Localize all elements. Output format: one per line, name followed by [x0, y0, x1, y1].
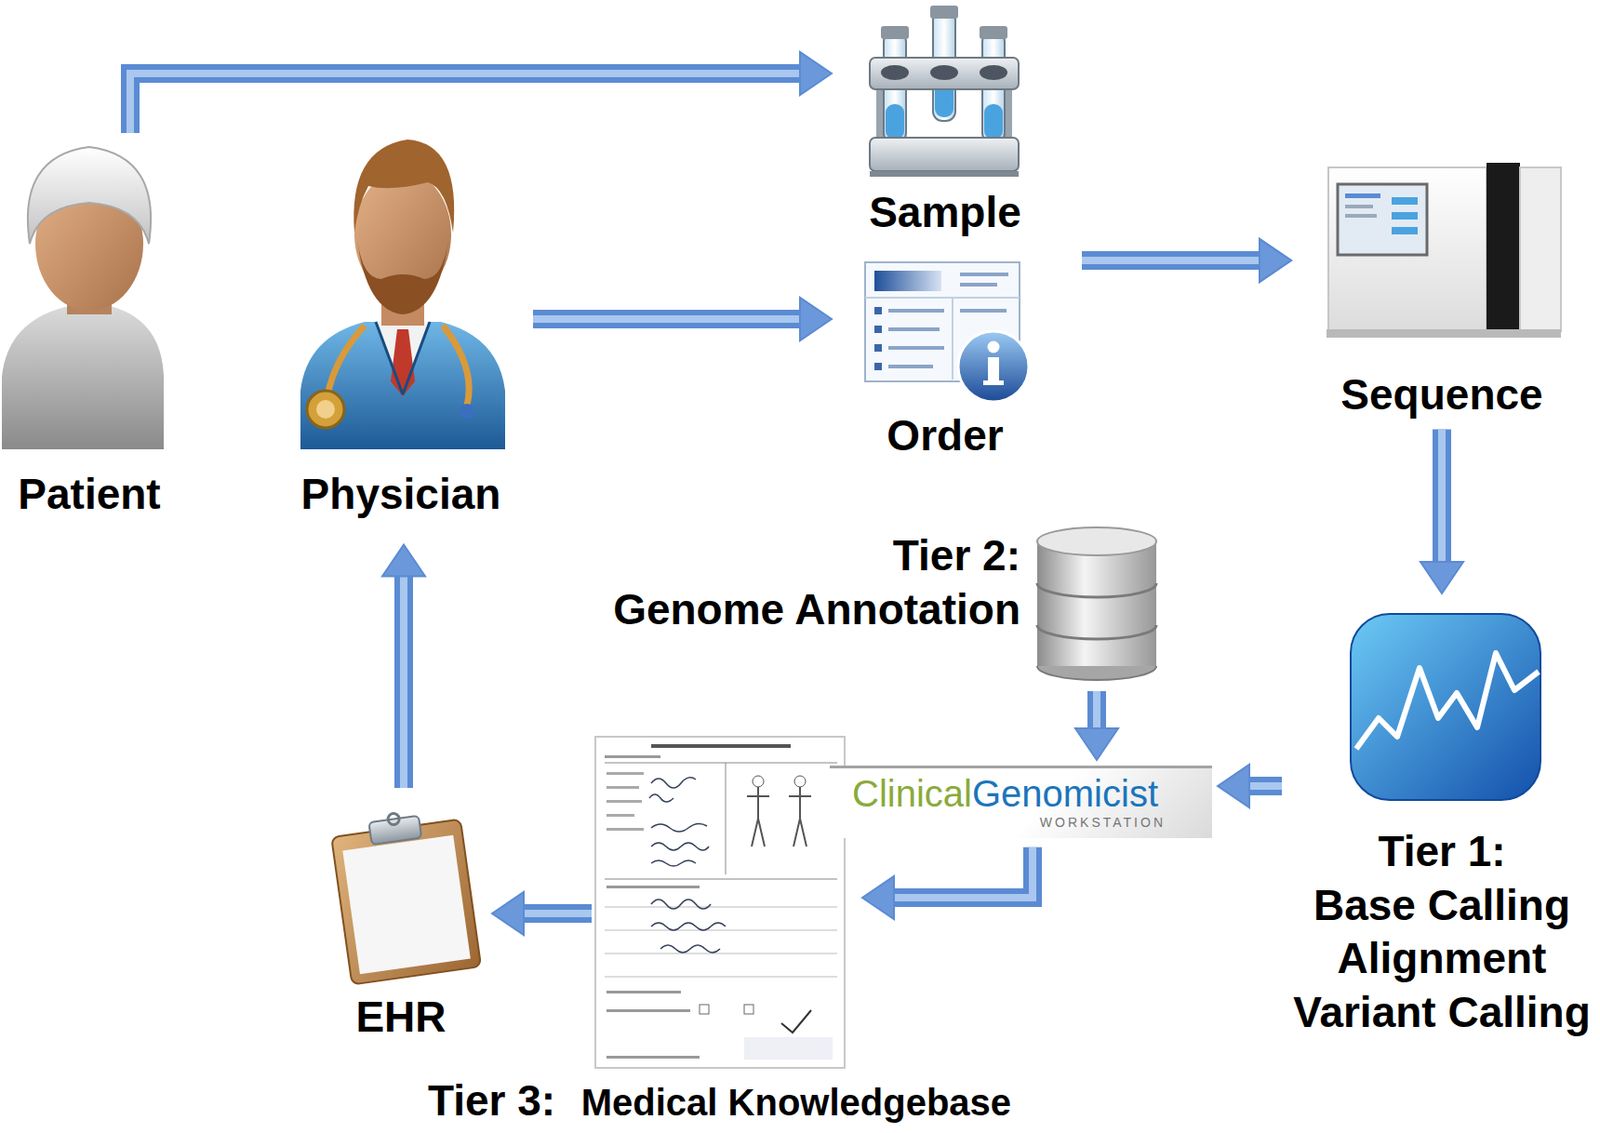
flow-arrow — [130, 52, 832, 134]
node-label: Patient — [3, 467, 175, 522]
sequencer-node: Sequence — [1320, 162, 1563, 423]
flow-arrow — [1081, 239, 1292, 282]
node-label: Sequence — [1320, 368, 1563, 423]
logo-word: Clinical — [852, 773, 973, 814]
node-label: Tier 3: — [427, 1076, 556, 1125]
clipboard-icon — [329, 804, 481, 986]
sample-node: Sample — [852, 4, 1039, 240]
flow-arrow — [1075, 691, 1119, 760]
label-column: Tier 2:Genome Annotation — [583, 525, 1021, 684]
node-label: Tier 1: — [1285, 825, 1599, 880]
flow-arrow — [862, 847, 1033, 920]
order-node: Order — [852, 260, 1039, 464]
logo-wordmark: ClinicalGenomicist — [852, 772, 1194, 815]
medical-record-icon — [595, 736, 845, 1068]
knowledgebase-node: Tier 3:Medical Knowledgebase — [591, 734, 848, 1130]
workstation-logo: ClinicalGenomicistWORKSTATION — [829, 765, 1213, 839]
flow-arrow — [492, 892, 592, 935]
icon-space — [317, 815, 485, 991]
flow-arrow — [1217, 764, 1282, 808]
icon-space — [1020, 525, 1163, 684]
sample-rack-icon — [869, 5, 1019, 177]
icon-space — [3, 144, 175, 468]
node-label: Order — [852, 409, 1039, 464]
patient-icon — [1, 146, 164, 450]
annotation-tier-node: Tier 2:Genome Annotation — [583, 525, 1163, 684]
order-form-icon — [865, 262, 1029, 402]
icon-space — [289, 133, 513, 468]
node-label: Base Calling Alignment Variant Calling — [1285, 879, 1599, 1040]
node-label: Physician — [289, 467, 513, 522]
icon-space — [1285, 607, 1599, 826]
physician-node: Physician — [289, 133, 513, 522]
node-label: EHR — [317, 990, 485, 1045]
flow-arrow — [533, 297, 832, 341]
flow-arrow — [382, 545, 426, 789]
pipeline-tier-node: Tier 1:Base Calling Alignment Variant Ca… — [1285, 607, 1599, 1040]
icon-space — [1320, 162, 1563, 369]
label-row: Tier 3: Medical Knowledgebase — [394, 1077, 1046, 1125]
node-label: Sample — [852, 186, 1039, 240]
node-label: Tier 2: — [583, 529, 1021, 584]
flow-arrow — [1081, 239, 1292, 282]
logo-word: Genomicist — [972, 773, 1159, 814]
flow-arrow — [1420, 429, 1464, 595]
icon-space — [852, 260, 1039, 410]
patient-node: Patient — [3, 144, 175, 522]
icon-space — [852, 4, 1039, 187]
node-label: Genome Annotation — [583, 583, 1021, 638]
physician-icon — [300, 139, 506, 450]
node-label: Medical Knowledgebase — [581, 1081, 1012, 1123]
database-icon — [1037, 527, 1157, 680]
sequencer-icon — [1326, 162, 1561, 338]
analysis-tile-icon — [1350, 613, 1541, 800]
ehr-node: EHR — [317, 815, 485, 1045]
logo-subtitle: WORKSTATION — [852, 814, 1194, 831]
